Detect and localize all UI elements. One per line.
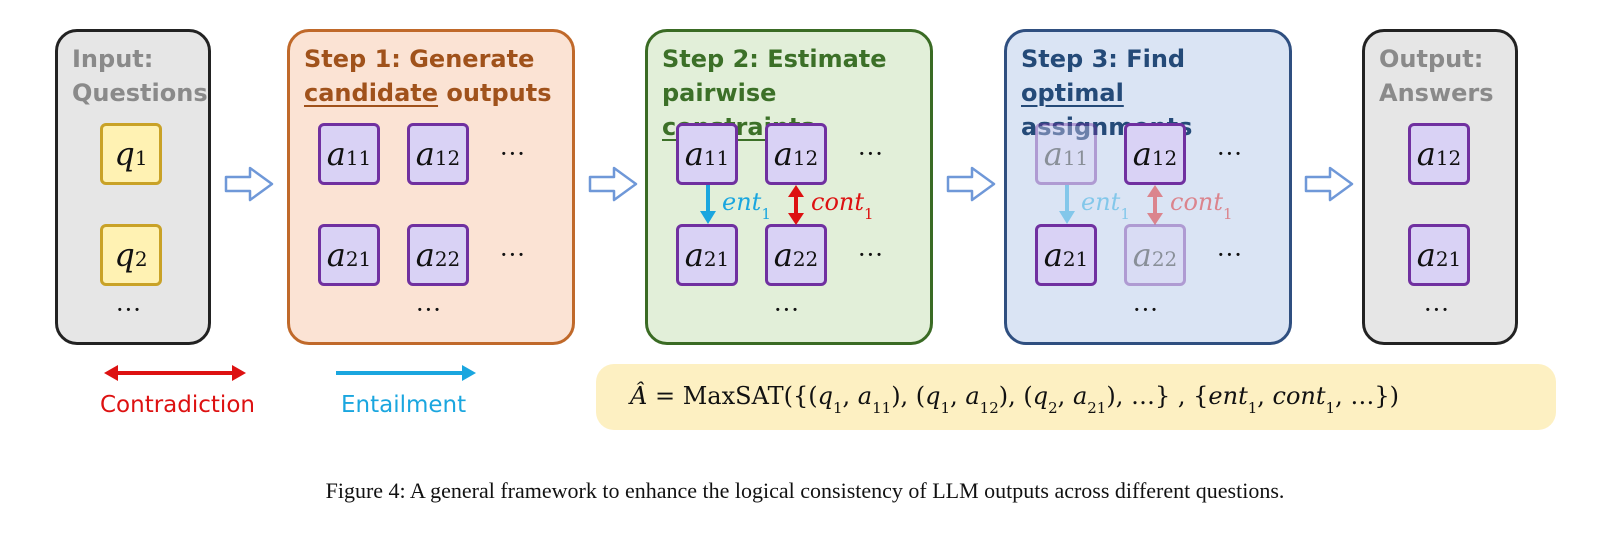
- ellipsis: ···: [1133, 296, 1159, 324]
- ellipsis: ···: [774, 296, 800, 324]
- step1-title: Step 1: Generate candidate outputs: [304, 45, 552, 107]
- step1-panel: Step 1: Generate candidate outputs: [287, 29, 575, 345]
- ellipsis: ···: [500, 140, 526, 168]
- output-panel: Output: Answers: [1362, 29, 1518, 345]
- contradiction-double-arrow-icon: [788, 185, 804, 225]
- entailment-label: ent1: [1081, 188, 1130, 223]
- contradiction-legend-arrow-icon: [104, 365, 246, 381]
- input-panel: Input: Questions: [55, 29, 211, 345]
- figure-caption: Figure 4: A general framework to enhance…: [325, 478, 1285, 503]
- contradiction-legend-label: Contradiction: [100, 392, 255, 418]
- ellipsis: ···: [1217, 140, 1243, 168]
- entailment-legend-label: Entailment: [341, 392, 467, 418]
- hollow-right-arrow-icon: [588, 166, 638, 202]
- maxsat-formula: Â = MaxSAT({(q1, a11), (q1, a12), (q2, a…: [630, 382, 1399, 417]
- contradiction-double-arrow-icon: [1147, 185, 1163, 225]
- input-panel-title: Input: Questions: [72, 45, 208, 107]
- output-ellipsis: ···: [1424, 296, 1450, 324]
- formula-panel: [596, 364, 1556, 430]
- ellipsis: ···: [416, 296, 442, 324]
- output-panel-title: Output: Answers: [1379, 45, 1494, 107]
- ellipsis: ···: [858, 140, 884, 168]
- hollow-right-arrow-icon: [946, 166, 996, 202]
- hollow-right-arrow-icon: [224, 166, 274, 202]
- ellipsis: ···: [1217, 241, 1243, 269]
- entailment-down-arrow-icon: [700, 185, 716, 224]
- input-ellipsis: ···: [116, 296, 142, 324]
- step3-panel: Step 3: Find optimal assignments: [1004, 29, 1292, 345]
- entailment-legend-arrow-icon: [336, 365, 476, 381]
- contradiction-label: cont1: [1170, 188, 1233, 223]
- ellipsis: ···: [500, 241, 526, 269]
- contradiction-label: cont1: [811, 188, 874, 223]
- hollow-right-arrow-icon: [1304, 166, 1354, 202]
- step2-panel: Step 2: Estimate pairwise constraints: [645, 29, 933, 345]
- entailment-down-arrow-icon: [1059, 185, 1075, 224]
- ellipsis: ···: [858, 241, 884, 269]
- entailment-label: ent1: [722, 188, 771, 223]
